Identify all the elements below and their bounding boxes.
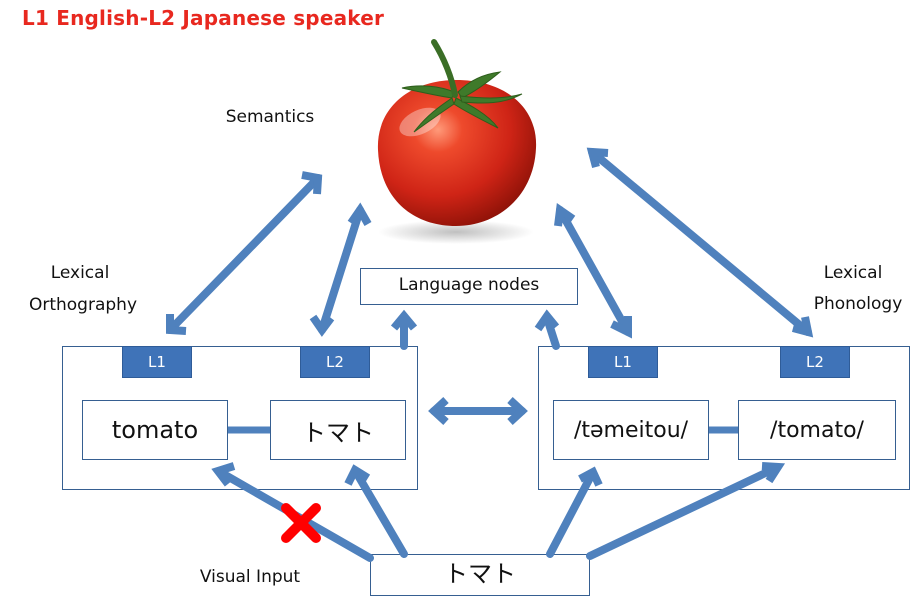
diagram-title: L1 English-L2 Japanese speaker xyxy=(22,6,385,30)
phonology-l1-tag: L1 xyxy=(588,346,658,378)
phonology-l2-tag: L2 xyxy=(780,346,850,378)
orthography-l1-tag: L1 xyxy=(122,346,192,378)
semantics-label: Semantics xyxy=(225,107,315,127)
orthography-word-l1: tomato xyxy=(82,400,228,460)
language-nodes-box: Language nodes xyxy=(360,268,578,305)
phonology-word-l1: /təmeitou/ xyxy=(553,400,709,460)
visual-input-label: Visual Input xyxy=(199,567,301,587)
blocked-cross-icon xyxy=(281,503,321,543)
lexical-phonology-label-line2: Phonology xyxy=(813,294,903,314)
orthography-word-l2: トマト xyxy=(270,400,406,460)
lexical-orthography-label-line1: Lexical xyxy=(50,263,110,283)
phonology-word-l2: /tomato/ xyxy=(738,400,896,460)
orthography-l2-tag: L2 xyxy=(300,346,370,378)
lexical-phonology-label-line1: Lexical xyxy=(823,263,883,283)
lexical-orthography-label-line2: Orthography xyxy=(28,295,138,315)
tomato-image xyxy=(377,39,537,244)
arrow-heads xyxy=(166,147,814,487)
visual-input-box: トマト xyxy=(370,554,590,596)
